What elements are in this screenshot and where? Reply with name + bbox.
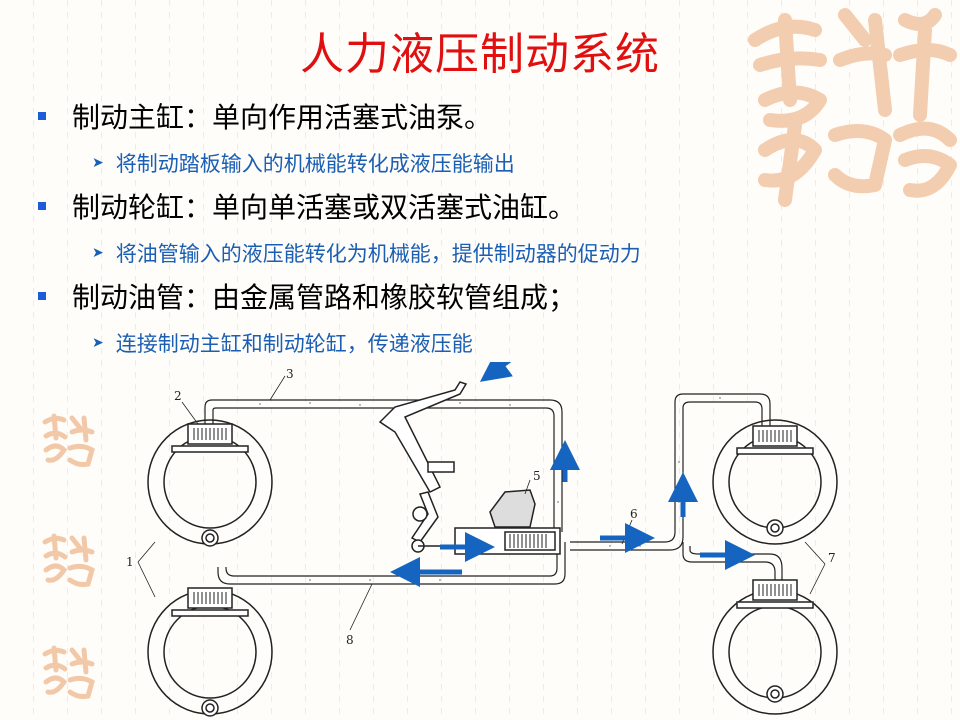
bullet-square-icon: [38, 202, 46, 210]
arrow-bullet-icon: ➤: [92, 335, 104, 351]
sub-bullet-text: 将制动踏板输入的机械能转化成液压能输出: [115, 152, 515, 176]
label-8: 8: [346, 633, 354, 647]
bullet-square-icon: [38, 292, 46, 300]
bullet-square-icon: [38, 112, 46, 120]
arrow-bullet-icon: ➤: [92, 155, 104, 171]
seal-decoration-small: [42, 413, 95, 467]
seal-decoration-large: [748, 8, 957, 207]
label-7: 7: [828, 551, 836, 565]
label-6: 6: [630, 507, 638, 521]
label-1: 1: [126, 555, 134, 569]
label-2: 2: [174, 389, 182, 403]
arrow-bullet-icon: ➤: [92, 245, 104, 261]
slide-title: 人力液压制动系统: [300, 29, 660, 80]
bullet-text: 制动主缸：单向作用活塞式油泵。: [72, 101, 493, 134]
bullet-item: 制动主缸：单向作用活塞式油泵。: [38, 96, 492, 136]
sub-bullet-item: ➤ 将制动踏板输入的机械能转化成液压能输出: [92, 148, 515, 178]
label-5: 5: [533, 469, 541, 483]
seal-decoration-small: [42, 645, 95, 699]
bullet-text: 制动油管：由金属管路和橡胶软管组成；: [72, 281, 577, 314]
brake-system-diagram: 2 3 5 6 7 1 8: [126, 362, 838, 717]
bullet-text: 制动轮缸：单向单活塞或双活塞式油缸。: [72, 191, 577, 224]
sub-bullet-text: 将油管输入的液压能转化为机械能，提供制动器的促动力: [115, 242, 641, 266]
sub-bullet-item: ➤ 连接制动主缸和制动轮缸，传递液压能: [92, 328, 473, 358]
bullet-item: 制动油管：由金属管路和橡胶软管组成；: [38, 276, 576, 316]
sub-bullet-item: ➤ 将油管输入的液压能转化为机械能，提供制动器的促动力: [92, 238, 641, 268]
label-3: 3: [286, 367, 294, 381]
sub-bullet-text: 连接制动主缸和制动轮缸，传递液压能: [115, 332, 473, 356]
flow-arrow: [479, 362, 513, 382]
bullet-item: 制动轮缸：单向单活塞或双活塞式油缸。: [38, 186, 576, 226]
seal-decoration-small: [42, 533, 95, 587]
